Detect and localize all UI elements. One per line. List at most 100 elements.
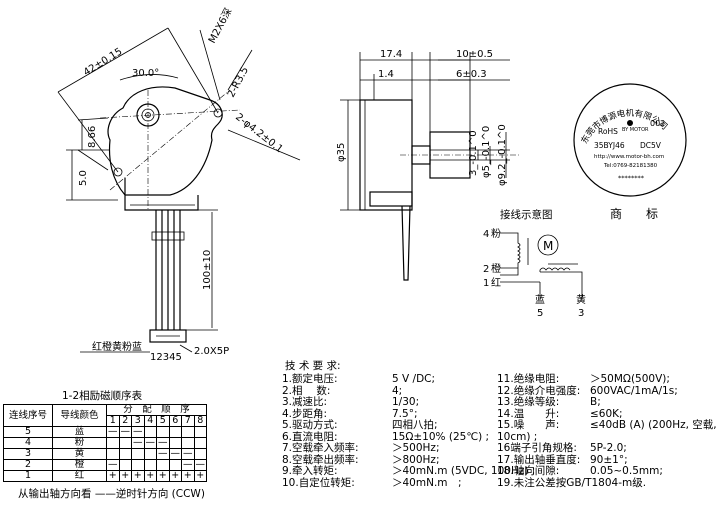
spec-right-item-value: 0.05~0.5mm; — [590, 465, 663, 477]
wire-1-color: 红 — [491, 276, 501, 289]
spec-left-item-value: ＞500Hz; — [392, 442, 440, 454]
wire-1-num: 1 — [483, 278, 489, 289]
step-cell — [156, 426, 170, 438]
label-model: 35BYJ46 — [594, 141, 625, 150]
phase-table-title: 1-2相励磁顺序表 — [62, 390, 143, 402]
seq-cell: 5 — [3, 426, 53, 438]
step-cell: — — [143, 437, 157, 449]
spec-left-item-label: 3.减速比: — [282, 396, 328, 408]
spec-left-item-label: 9.牵入转矩: — [282, 465, 338, 477]
step-cell: — — [118, 426, 132, 438]
wire-2-color: 橙 — [491, 262, 501, 275]
color-cell: 蓝 — [52, 426, 107, 438]
spec-right-item-label: 19.未注公差按GB/T1804-m级. — [497, 476, 647, 489]
dim-angle: 30.0° — [132, 68, 159, 79]
connector — [149, 329, 187, 343]
spec-right-item-label: 15.噪 声: — [497, 419, 560, 431]
side-view: 17.4 10±0.5 1.4 6±0.3 φ35 3_-0.1^0 φ5_-0… — [336, 49, 520, 281]
dim-5: 5.0 — [78, 170, 89, 186]
dim-d35: φ35 — [336, 143, 347, 162]
step-header: 6 — [168, 415, 182, 427]
step-cell — [193, 426, 207, 438]
seq-cell: 4 — [3, 437, 53, 449]
seq-cell: 1 — [3, 470, 53, 482]
dim-42: 42±0.15 — [82, 46, 125, 78]
spec-left-item-label: 10.自定位转矩: — [282, 476, 355, 489]
step-cell: + — [181, 470, 195, 482]
spec-right-item-value: B; — [590, 396, 601, 408]
seq-cell: 2 — [3, 459, 53, 471]
spec-left-item-label: 7.空载牵入频率: — [282, 442, 359, 454]
spec-right-item-value: ＞50MΩ(500V); — [590, 373, 670, 385]
step-cell — [193, 437, 207, 449]
step-cell: — — [181, 448, 195, 460]
step-header: 1 — [106, 415, 120, 427]
dim-lead: 100±10 — [202, 250, 213, 290]
spec-left-item-value: 15Ω±10% (25℃) ; — [392, 430, 490, 443]
dim-14: 1.4 — [378, 69, 394, 80]
step-cell — [131, 459, 145, 471]
motor-symbol-label: M — [543, 239, 553, 253]
step-header: 3 — [131, 415, 145, 427]
top-view: 42±0.15 M2X6深 2-R3.5 30.0° 8.66 5.0 2-φ4… — [57, 6, 301, 363]
spec-right-item-label: 16端子引角规格: — [497, 442, 577, 454]
spec-right-item-label: 10cm) ; — [497, 430, 538, 443]
spec-left-item-label: 2.相 数: — [282, 384, 331, 397]
step-cell: — — [168, 448, 182, 460]
spec-left-item-value: ＞800Hz; — [392, 453, 440, 466]
spec-right-item-label: 18.轴向间隙: — [497, 465, 560, 477]
wire-2-num: 2 — [483, 264, 489, 275]
spec-right-item-value: 5P-2.0; — [590, 442, 627, 454]
spec-right-item-label: 17.输出轴垂直度: — [497, 453, 581, 466]
spec-right-item-value: ≤40dB (A) (200Hz, 空载, — [590, 419, 716, 431]
label-code: 002 — [650, 119, 665, 128]
wire-4-color: 粉 — [491, 227, 501, 240]
mount-hole-left — [113, 167, 123, 177]
label-rohs: RoHS — [598, 127, 618, 136]
spec-left-item-label: 4.步距角: — [282, 407, 328, 420]
label-voltage: DC5V — [640, 141, 662, 150]
dim-174: 17.4 — [380, 49, 402, 60]
step-cell — [193, 448, 207, 460]
dim-d92: φ9.2_-0.1^0 — [497, 124, 508, 186]
spec-left-item-value: 7.5°; — [392, 407, 418, 420]
step-cell: + — [143, 470, 157, 482]
step-cell: — — [181, 459, 195, 471]
connector-spec: 2.0X5P — [194, 346, 229, 357]
connector-pins: 12345 — [150, 352, 182, 363]
trademark-title: 商 标 — [610, 206, 658, 221]
step-cell: + — [193, 470, 207, 482]
label-serial: ******** — [618, 174, 645, 182]
dim-r35: 2-R3.5 — [226, 65, 251, 99]
step-cell: + — [168, 470, 182, 482]
step-header: 7 — [181, 415, 195, 427]
step-cell — [118, 459, 132, 471]
spec-right-item-label: 14.温 升: — [497, 407, 560, 420]
step-cell — [168, 459, 182, 471]
step-cell — [143, 448, 157, 460]
spec-right-item-value: 600VAC/1mA/1s; — [590, 384, 678, 397]
spec-right-item-label: 11.绝缘电阻: — [497, 373, 560, 385]
wire-5-color: 蓝 — [535, 294, 545, 306]
spec-right-item-value: ≤60K; — [590, 407, 623, 420]
spec-left-item-label: 1.额定电压: — [282, 373, 338, 385]
dim-hole: 2-φ4.2±0.1 — [233, 112, 285, 156]
connector-label: 红橙黄粉蓝 — [92, 340, 142, 353]
wire-3-color: 黄 — [576, 293, 586, 306]
spec-left-item-label: 8.空载牵出频率: — [282, 453, 359, 466]
spec-right-item-value: 90±1°; — [590, 453, 628, 466]
color-cell: 橙 — [52, 459, 107, 471]
step-cell: — — [156, 437, 170, 449]
step-cell — [181, 437, 195, 449]
step-cell: — — [193, 459, 207, 471]
step-cell — [143, 459, 157, 471]
dim-d5: φ5_-0.1^0 — [481, 126, 492, 178]
dim-866: 8.66 — [87, 126, 98, 148]
spec-left-item-value: 1/30; — [392, 396, 420, 408]
